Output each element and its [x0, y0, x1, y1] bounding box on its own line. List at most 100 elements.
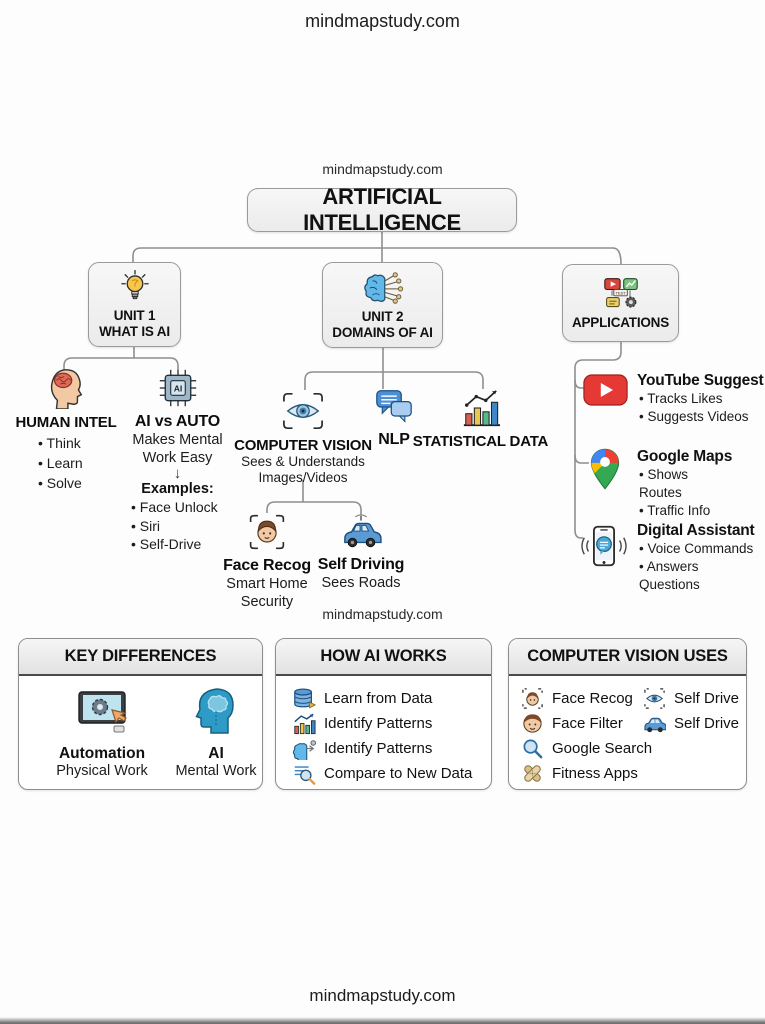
watermark-bottom: mindmapstudy.com [309, 986, 456, 1005]
how-item-label: Identify Patterns [324, 715, 433, 732]
how-item-row: Learn from Data [292, 687, 432, 710]
ai-column-subtitle: Mental Work [175, 763, 257, 779]
google-maps-bullet: Shows Routes [639, 466, 732, 502]
digital-assistant-bullet: Voice Commands [639, 540, 754, 558]
nlp-node: NLP [368, 388, 420, 449]
applications-box: TEST APPLICATIONS [562, 264, 679, 342]
watermark-middle: mindmapstudy.com [322, 606, 443, 622]
statistical-data-node: STATISTICAL DATA [408, 388, 553, 450]
page-bottom-edge [0, 1017, 765, 1024]
unit2-box: UNIT 2 DOMAINS OF AI [322, 262, 443, 348]
self-driving-node: Self Driving Sees Roads [313, 513, 409, 592]
self-driving-car-icon [338, 513, 384, 551]
cv-uses-header: COMPUTER VISION USES [509, 639, 746, 676]
how-item-label: Learn from Data [324, 690, 433, 707]
key-differences-header: KEY DIFFERENCES [19, 639, 262, 676]
self-driving-sub1: Sees Roads [321, 575, 401, 591]
magnifier-report-icon [292, 762, 316, 785]
youtube-bullet: Tracks Likes [639, 390, 763, 408]
computer-vision-sub2: Images/Videos [258, 470, 348, 485]
human-head-icon [46, 367, 86, 409]
youtube-bullet: Suggests Videos [639, 408, 763, 426]
watermark-above-title: mindmapstudy.com [322, 161, 443, 177]
applications-title: APPLICATIONS [571, 314, 670, 330]
ai-column: AI Mental Work [161, 686, 262, 779]
computer-vision-uses-panel: COMPUTER VISION USES Face Recog [508, 638, 747, 790]
cv-use-label: Self Drive [674, 690, 740, 707]
root-title-box: ARTIFICIAL INTELLIGENCE [247, 184, 517, 235]
example-bullet: Siri [131, 517, 240, 536]
computer-vision-eye-icon [280, 390, 326, 432]
cv-use-row: Self Drive [643, 687, 739, 710]
cv-use-row: Fitness Apps [521, 762, 638, 785]
ai-head-icon [193, 686, 239, 736]
google-maps-pin-icon [589, 447, 621, 491]
face-recog-sub2: Security [240, 594, 294, 610]
human-intel-bullet: Learn [38, 453, 118, 473]
cv-use-label: Face Recog [552, 690, 633, 707]
examples-title: Examples: [141, 481, 214, 497]
brain-icon [362, 270, 404, 306]
face-icon [521, 712, 544, 735]
how-ai-works-panel: HOW AI WORKS Learn from Data [275, 638, 492, 790]
cv-use-label: Face Filter [552, 715, 623, 732]
down-arrow: ↓ [173, 465, 182, 482]
unit1-box: UNIT 1 WHAT IS AI [88, 262, 181, 347]
search-icon [521, 737, 544, 760]
lightbulb-icon [117, 269, 153, 305]
youtube-title: YouTube Suggest [637, 372, 764, 389]
computer-vision-sub1: Sees & Understands [241, 454, 365, 469]
cv-use-row: Face Filter [521, 712, 623, 735]
ai-chip-icon: AI [158, 368, 198, 408]
how-item-row: Compare to New Data [292, 762, 472, 785]
cv-use-label: Self Drive [674, 715, 740, 732]
computer-vision-node: COMPUTER VISION Sees & Understands Image… [228, 390, 378, 486]
how-ai-works-header: HOW AI WORKS [276, 639, 491, 676]
cv-use-row: Face Recog [521, 687, 633, 710]
digital-assistant-bullet: Answers Questions [639, 558, 754, 594]
face-scan-small-icon [521, 687, 544, 710]
human-intel-title: HUMAN INTEL [15, 414, 117, 431]
database-icon [292, 687, 316, 710]
face-recog-node: Face Recog Smart Home Security [217, 512, 317, 611]
self-driving-title: Self Driving [317, 556, 405, 573]
eye-scan-icon [643, 687, 666, 710]
human-intel-bullet: Think [38, 433, 118, 453]
watermark-top: mindmapstudy.com [305, 11, 460, 31]
cv-use-row: Google Search [521, 737, 652, 760]
root-title: ARTIFICIAL INTELLIGENCE [303, 184, 461, 235]
how-item-row: Identify Patterns [292, 712, 432, 735]
automation-column: Automation Physical Work [47, 686, 157, 779]
unit2-line2: DOMAINS OF AI [332, 324, 433, 340]
google-maps-title: Google Maps [637, 448, 733, 465]
cv-use-row: Self Drive [643, 712, 739, 735]
example-bullet: Face Unlock [131, 498, 240, 517]
face-scan-icon [247, 512, 287, 552]
face-recog-title: Face Recog [223, 557, 311, 574]
key-differences-panel: KEY DIFFERENCES Automation Physical Work [18, 638, 263, 790]
nlp-title: NLP [378, 431, 410, 448]
svg-text:AI: AI [173, 384, 182, 394]
bar-chart-icon [460, 388, 502, 428]
ai-column-title: AI [208, 745, 224, 762]
chat-bubbles-icon [374, 388, 414, 426]
how-item-row: Identify Patterns [292, 737, 432, 760]
growth-chart-icon [292, 712, 316, 735]
cv-use-label: Fitness Apps [552, 765, 638, 782]
computer-vision-title: COMPUTER VISION [234, 437, 372, 454]
ai-vs-auto-title: AI vs AUTO [134, 413, 221, 430]
unit2-line1: UNIT 2 [361, 308, 404, 324]
face-recog-sub1: Smart Home [226, 576, 308, 592]
human-intel-node: HUMAN INTEL Think Learn Solve [14, 367, 118, 493]
youtube-icon [583, 374, 628, 406]
ai-vs-auto-sub2: Work Easy [142, 450, 213, 466]
fitness-bandage-icon [521, 762, 544, 785]
automation-subtitle: Physical Work [56, 763, 148, 779]
svg-text:TEST: TEST [615, 290, 626, 295]
digital-assistant-phone-icon [580, 524, 628, 568]
statistical-data-title: STATISTICAL DATA [412, 433, 549, 450]
automation-title: Automation [58, 745, 146, 762]
car-small-icon [643, 712, 666, 735]
ai-vs-auto-node: AI AI vs AUTO Makes Mental Work Easy ↓ E… [115, 368, 240, 554]
